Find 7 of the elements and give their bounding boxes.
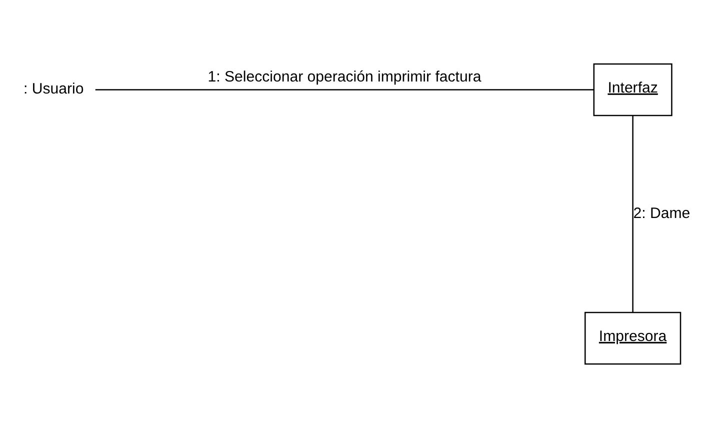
node-box: Impresora xyxy=(584,311,682,364)
connector xyxy=(95,88,594,90)
node-box: Interfaz xyxy=(593,62,672,116)
connector xyxy=(632,115,634,312)
edge-label: 1: Seleccionar operación imprimir factura xyxy=(208,68,482,86)
edge-label: 2: Dame xyxy=(633,204,690,222)
node-text: : Usuario xyxy=(23,80,84,98)
